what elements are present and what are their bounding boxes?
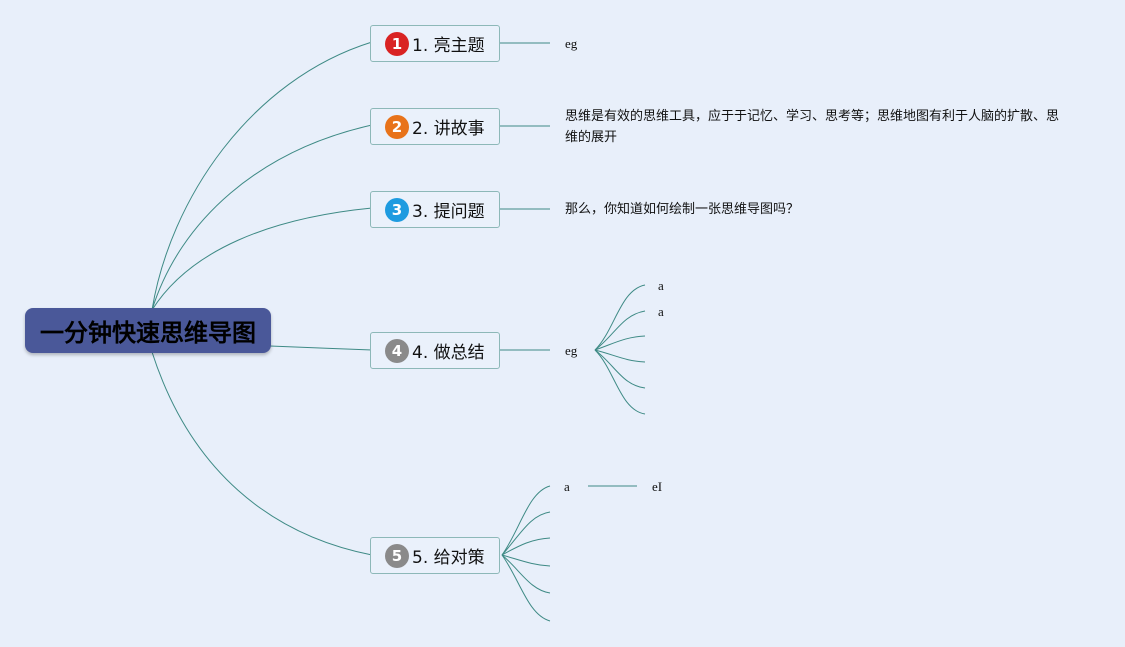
subtopic-t4-child-1[interactable]: a	[658, 278, 664, 293]
link-t4-fan-5	[594, 349, 646, 389]
subtopic-t5-grandchild[interactable]: eI	[652, 479, 663, 494]
topic-2[interactable]: 2 2. 讲故事	[370, 108, 500, 145]
link-t4-fan-6	[594, 349, 646, 415]
link-t5-fan-4	[501, 554, 551, 567]
number-3-icon: 3	[385, 197, 409, 222]
link-t5-fan-6	[501, 554, 551, 622]
link-t5-fan-3	[501, 537, 551, 556]
link-root-t2	[151, 124, 373, 311]
subtopic-t1[interactable]: eg	[565, 36, 578, 51]
subtopic-t2[interactable]: 思维是有效的思维工具，应于于记忆、学习、思考等；思维地图有利于人脑的扩散、思维的…	[565, 109, 1060, 145]
link-t5-fan-2	[501, 511, 551, 556]
link-t5-fan-1	[501, 485, 551, 556]
topic-4[interactable]: 4 4. 做总结	[370, 332, 500, 369]
number-2-icon: 2	[385, 114, 409, 139]
link-root-t3	[151, 207, 373, 311]
number-5-icon: 5	[385, 543, 409, 568]
link-t4-fan-2	[594, 310, 646, 351]
subtopic-t4[interactable]: eg	[565, 343, 578, 358]
subtopic-t3[interactable]: 那么，你知道如何绘制一张思维导图吗？	[565, 202, 800, 217]
subtopic-t4-child-2[interactable]: a	[658, 304, 664, 319]
topic-5[interactable]: 5 5. 给对策	[370, 537, 500, 574]
root-topic-label: 一分钟快速思维导图	[40, 319, 256, 347]
link-t4-fan-1	[594, 284, 646, 351]
topic-5-label: 5. 给对策	[412, 548, 485, 568]
subtopic-t5-child[interactable]: a	[564, 479, 570, 494]
topic-3[interactable]: 3 3. 提问题	[370, 191, 500, 228]
link-root-t4	[269, 345, 373, 351]
link-t4-fan-4	[594, 349, 646, 363]
link-root-t5	[151, 351, 373, 556]
link-t5-fan-5	[501, 554, 551, 594]
number-4-icon: 4	[385, 338, 409, 363]
topic-1-label: 1. 亮主题	[412, 36, 485, 56]
topic-4-label: 4. 做总结	[412, 343, 485, 363]
number-1-icon: 1	[385, 31, 409, 56]
link-t4-fan-3	[594, 335, 646, 351]
link-root-t1	[151, 41, 373, 311]
root-topic[interactable]: 一分钟快速思维导图	[25, 308, 271, 353]
topic-2-label: 2. 讲故事	[412, 119, 485, 139]
topic-3-label: 3. 提问题	[412, 202, 485, 222]
topic-1[interactable]: 1 1. 亮主题	[370, 25, 500, 62]
